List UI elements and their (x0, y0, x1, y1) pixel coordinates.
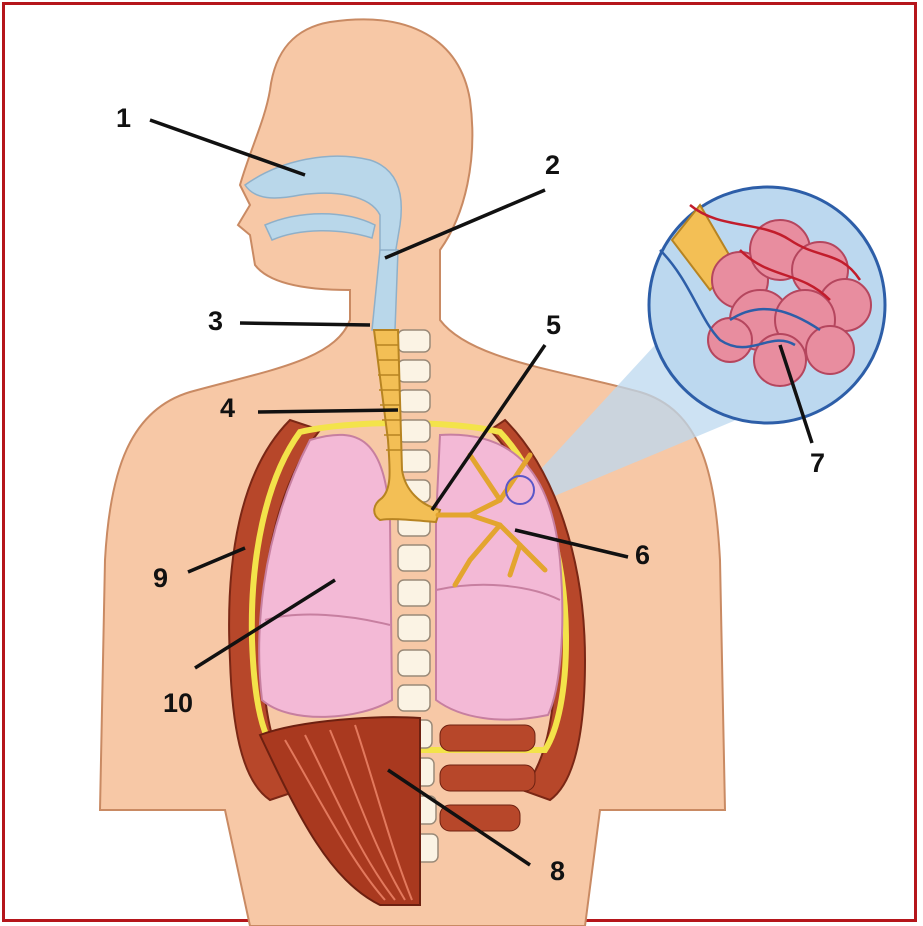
leader-line-4 (258, 410, 398, 412)
label-5: 5 (546, 312, 561, 339)
label-3: 3 (208, 308, 223, 335)
label-1: 1 (116, 105, 131, 132)
label-2: 2 (545, 152, 560, 179)
leader-line-3 (240, 323, 370, 325)
label-10: 10 (163, 690, 193, 717)
label-8: 8 (550, 858, 565, 885)
label-6: 6 (635, 542, 650, 569)
label-4: 4 (220, 395, 235, 422)
label-9: 9 (153, 565, 168, 592)
label-7: 7 (810, 450, 825, 477)
